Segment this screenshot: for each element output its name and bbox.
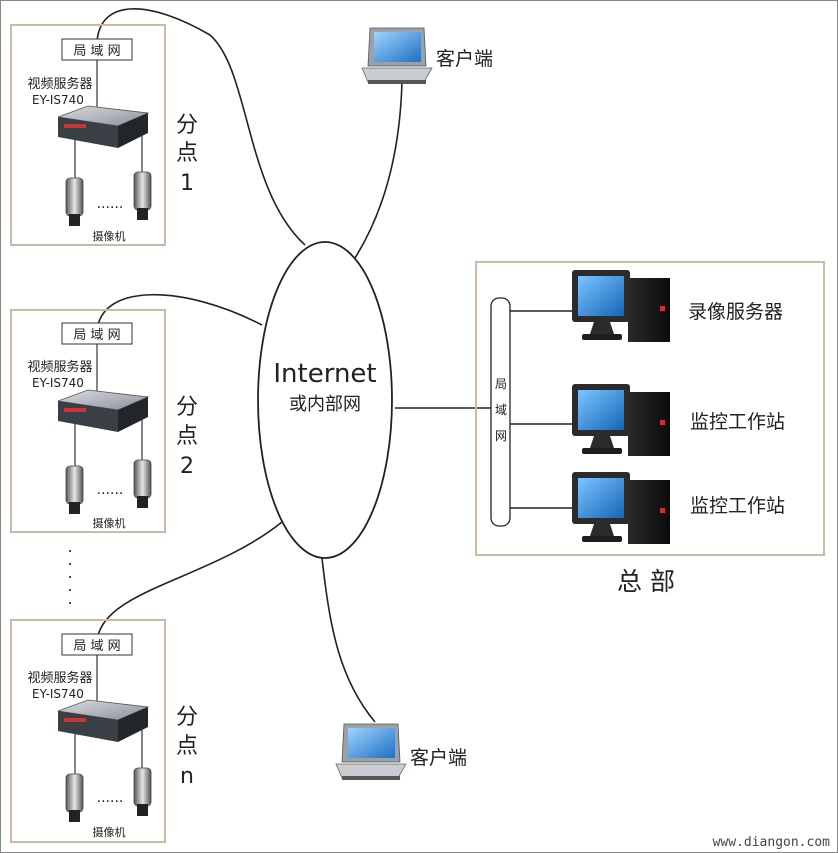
lan-label: 局 域 网 (73, 44, 120, 59)
server-name: 视频服务器 (27, 76, 92, 92)
branch-label-3: n (180, 764, 194, 789)
camera-icon (65, 465, 84, 514)
client-label: 客户端 (436, 48, 493, 70)
link-client-top (354, 81, 403, 259)
branch-frame (10, 619, 166, 843)
laptop-icon (335, 723, 407, 780)
link-branch-n (96, 521, 283, 643)
hq-computer-label: 监控工作站 (690, 411, 785, 433)
camera-label: 摄像机 (93, 516, 126, 530)
video-server-icon (57, 389, 150, 432)
link-branch-1 (96, 8, 306, 246)
desktop-computer-icon (572, 384, 670, 456)
branch-label-3: 2 (180, 454, 194, 479)
branch-label-2: 点 (176, 424, 198, 449)
branch-label-2: 点 (176, 141, 198, 166)
camera-icon (65, 773, 84, 822)
video-server-icon (57, 105, 150, 148)
camera-icon (65, 177, 84, 226)
branch-n: 局 域 网 视频服务器 EY-IS740 ...... 摄像机 分 点 n (10, 619, 198, 843)
client-top: 客户端 (361, 27, 493, 84)
branch-label-3: 1 (180, 171, 194, 196)
hq-lan-label: 域 (495, 403, 507, 417)
branch-frame (10, 24, 166, 246)
desktop-computer-icon (572, 472, 670, 544)
svg-text:.: . (67, 550, 72, 569)
internet-cloud: Internet 或内部网 (257, 241, 393, 559)
client-label: 客户端 (410, 747, 467, 769)
intranet-label: 或内部网 (289, 394, 361, 415)
hq-computer-label: 监控工作站 (690, 495, 785, 517)
camera-icon (133, 767, 152, 816)
hq-lan-label: 网 (495, 429, 507, 443)
video-server-icon (57, 699, 150, 742)
hq-lan-bar (490, 297, 511, 527)
link-client-bottom (321, 557, 376, 723)
server-name: 视频服务器 (27, 670, 92, 686)
branch-1: 局 域 网 视频服务器 EY-IS740 ...... 摄像机 分 点 1 (10, 24, 198, 246)
hq-computer-label: 录像服务器 (688, 301, 783, 323)
branch-label-1: 分 (176, 113, 198, 138)
branch-2: 局 域 网 视频服务器 EY-IS740 ...... 摄像机 分 点 2 (10, 309, 198, 533)
svg-text:.: . (67, 563, 72, 582)
branch-label-1: 分 (176, 395, 198, 420)
hq-lan-label: 局 (495, 377, 507, 391)
svg-text:.: . (67, 576, 72, 595)
hq-frame (475, 261, 825, 556)
internet-label: Internet (273, 359, 376, 389)
client-bottom: 客户端 (335, 723, 467, 780)
watermark: www.diangon.com (713, 835, 831, 850)
link-branch-2 (96, 293, 263, 333)
camera-label: 摄像机 (93, 825, 126, 839)
server-model: EY-IS740 (32, 93, 84, 107)
server-model: EY-IS740 (32, 687, 84, 701)
lan-label: 局 域 网 (73, 328, 120, 343)
branches-ellipsis: . (67, 537, 72, 556)
server-name: 视频服务器 (27, 359, 92, 375)
camera-ellipsis: ...... (97, 482, 124, 498)
lan-label: 局 域 网 (73, 639, 120, 654)
laptop-icon (361, 27, 433, 84)
server-model: EY-IS740 (32, 376, 84, 390)
camera-icon (133, 171, 152, 220)
branch-frame (10, 309, 166, 533)
camera-ellipsis: ...... (97, 196, 124, 212)
hq-computer-3: 监控工作站 (572, 472, 785, 544)
branch-label-1: 分 (176, 705, 198, 730)
desktop-computer-icon (572, 270, 670, 342)
branch-label-2: 点 (176, 734, 198, 759)
camera-label: 摄像机 (93, 229, 126, 243)
hq-computer-2: 监控工作站 (572, 384, 785, 456)
camera-icon (133, 459, 152, 508)
hq-computer-1: 录像服务器 (572, 270, 783, 342)
svg-text:.: . (67, 589, 72, 608)
hq-title: 总 部 (617, 567, 675, 596)
headquarters: 局 域 网 录像服务器 监控工作站 (475, 261, 825, 596)
camera-ellipsis: ...... (97, 790, 124, 806)
